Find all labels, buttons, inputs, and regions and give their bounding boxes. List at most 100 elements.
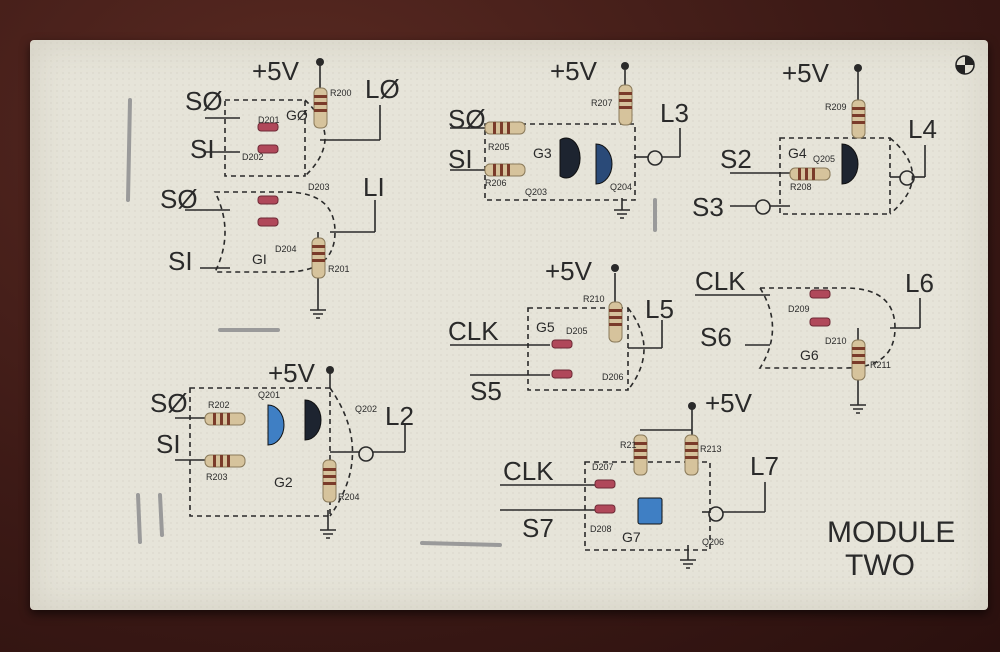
resistor-r201 [311, 237, 326, 279]
output-label-l0: LØ [365, 74, 400, 104]
part-label: R204 [338, 492, 360, 502]
output-label-l6: L6 [905, 268, 934, 298]
supply-terminal [688, 402, 696, 410]
supply-terminal [854, 64, 862, 72]
input-label: CLK [448, 316, 499, 346]
diode-d209 [809, 289, 831, 299]
input-label: SØ [160, 184, 198, 214]
resistor-r208 [789, 167, 831, 181]
part-label: R208 [790, 182, 812, 192]
part-label: R200 [330, 88, 352, 98]
gate-g5 [450, 273, 663, 391]
input-label: CLK [503, 456, 554, 486]
output-label-l4: L4 [908, 114, 937, 144]
part-label: R205 [488, 142, 510, 152]
input-label: SØ [150, 388, 188, 418]
board-title-line2: TWO [845, 549, 915, 582]
output-label-l3: L3 [660, 98, 689, 128]
transistor-q203 [559, 137, 581, 179]
diode-d210 [809, 317, 831, 327]
gate-g7 [500, 405, 766, 569]
diode-d204 [257, 217, 279, 227]
transistor-q201 [267, 404, 285, 446]
resistor-r211 [851, 339, 866, 381]
part-label: D202 [242, 152, 264, 162]
resistor-r200 [313, 87, 328, 129]
supply-label: +5V [545, 256, 593, 286]
transistor-q205 [841, 143, 859, 185]
resistor-r213 [684, 434, 699, 476]
part-label: Q203 [525, 187, 547, 197]
gate-label: GI [252, 251, 267, 267]
schematic: +5V +5V +5V +5V +5V +5V LØ LI L2 L3 L4 L… [30, 40, 988, 610]
output-label-l2: L2 [385, 401, 414, 431]
part-label: Q202 [355, 404, 377, 414]
input-label: S2 [720, 144, 752, 174]
resistor-r202 [204, 412, 246, 426]
gate-label: G4 [788, 145, 807, 161]
part-label: Q205 [813, 154, 835, 164]
input-label: SI [190, 134, 215, 164]
part-label: D208 [590, 524, 612, 534]
part-label: D207 [592, 462, 614, 472]
board-title-line1: MODULE [827, 516, 955, 549]
output-label-l1: LI [363, 172, 385, 202]
part-label: R207 [591, 98, 613, 108]
part-label: D204 [275, 244, 297, 254]
input-label: SI [156, 429, 181, 459]
resistor-r203 [204, 454, 246, 468]
diode-d208 [594, 504, 616, 514]
part-label: R202 [208, 400, 230, 410]
gate-label: G5 [536, 319, 555, 335]
diode-d207 [594, 479, 616, 489]
resistor-r206 [484, 163, 526, 177]
input-label: S3 [692, 192, 724, 222]
input-label: SØ [448, 104, 486, 134]
part-label: R213 [700, 444, 722, 454]
transistor-q204 [595, 143, 613, 185]
diode-d202 [257, 144, 279, 154]
output-label-l7: L7 [750, 451, 779, 481]
resistor-r209 [851, 99, 866, 139]
gate-g3 [450, 70, 681, 219]
part-label: R21 [620, 440, 637, 450]
input-label: SI [448, 144, 473, 174]
gate-label: G6 [800, 347, 819, 363]
part-label: Q201 [258, 390, 280, 400]
part-label: R209 [825, 102, 847, 112]
input-label: SØ [185, 86, 223, 116]
registration-mark-icon [955, 55, 975, 75]
part-label: R211 [870, 360, 891, 370]
diode-d206 [551, 369, 573, 379]
part-label: Q206 [702, 537, 724, 547]
part-label: R201 [328, 264, 350, 274]
part-label: Q204 [610, 182, 632, 192]
jumper-wires [126, 98, 657, 547]
part-label: D210 [825, 336, 847, 346]
supply-terminal [326, 366, 334, 374]
supply-label: +5V [705, 388, 753, 418]
diode-d205 [551, 339, 573, 349]
diode-d201 [257, 122, 279, 132]
output-label-l5: L5 [645, 294, 674, 324]
part-label: D206 [602, 372, 624, 382]
resistor-r205 [484, 121, 526, 135]
part-label: D201 [258, 115, 280, 125]
supply-label: +5V [782, 58, 830, 88]
diode-d203 [257, 195, 279, 205]
transistor-q202 [304, 399, 322, 441]
gate-label: G2 [274, 474, 293, 490]
resistor-r204 [322, 459, 337, 503]
input-label: SI [168, 246, 193, 276]
input-label: CLK [695, 266, 746, 296]
resistor-r210 [608, 301, 623, 343]
supply-terminal [611, 264, 619, 272]
part-label: R210 [583, 294, 605, 304]
part-label: R206 [485, 178, 507, 188]
components [204, 84, 866, 525]
part-label: D205 [566, 326, 588, 336]
supply-label: +5V [268, 358, 316, 388]
part-label: R203 [206, 472, 228, 482]
gate-label: G7 [622, 529, 641, 545]
supply-label: +5V [252, 56, 300, 86]
